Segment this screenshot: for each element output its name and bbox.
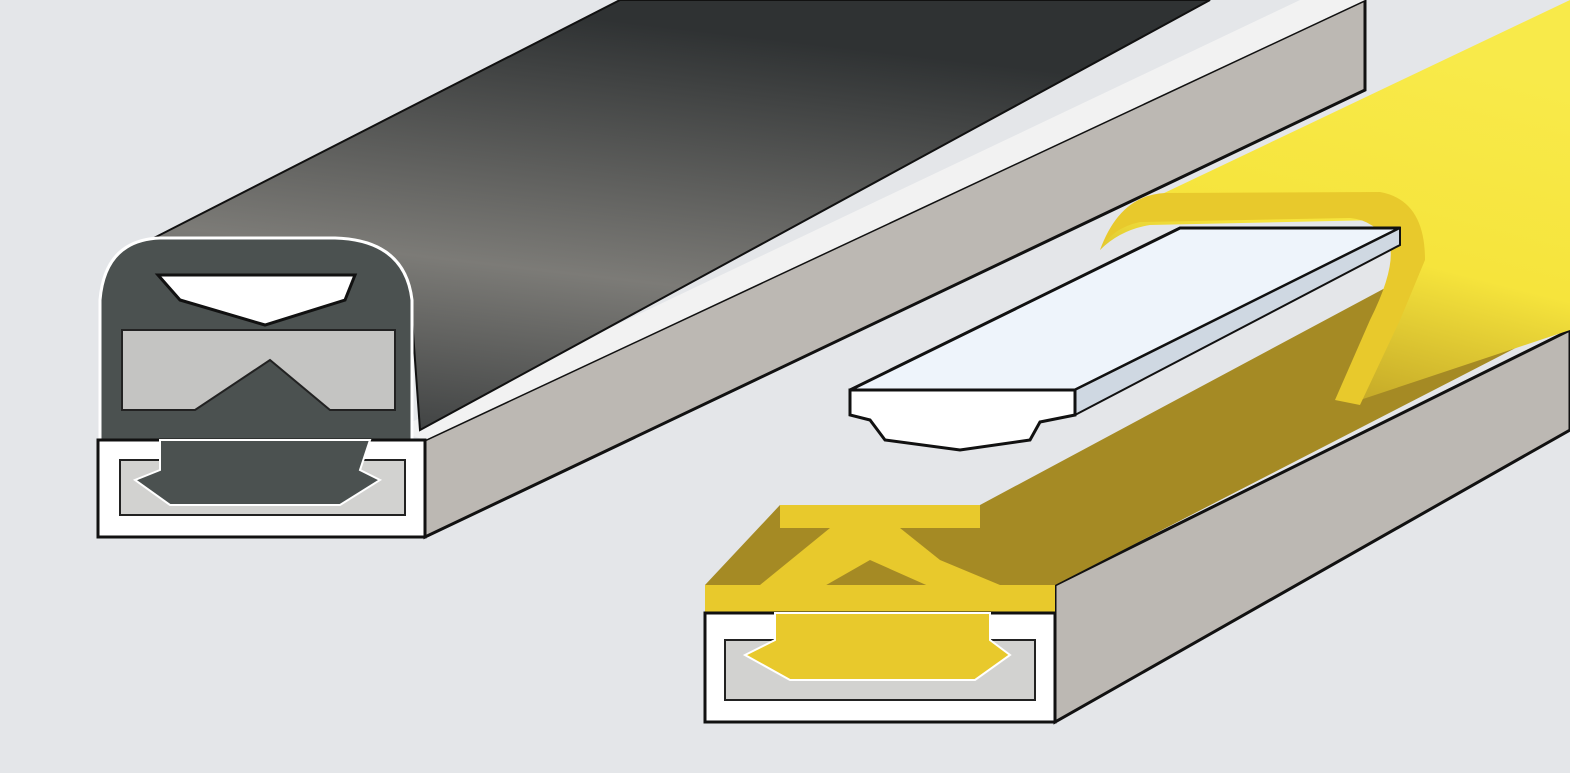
right-strip-clip xyxy=(848,388,1077,452)
right-profile-flange xyxy=(705,585,1055,613)
right-profile-web xyxy=(760,528,1000,600)
right-profile-plate xyxy=(780,505,980,528)
left-strip-clip xyxy=(154,273,358,327)
left-inner-cavity xyxy=(121,329,396,411)
right-yellow-profile-top xyxy=(705,230,1570,585)
left-rail-top-edge xyxy=(395,0,1365,440)
left-profile-foot xyxy=(132,439,383,506)
yellow-rail-exploded xyxy=(703,0,1570,725)
right-profile-foot xyxy=(742,612,1012,681)
right-cover-lip xyxy=(1100,192,1425,405)
dark-covered-rail xyxy=(96,0,1367,540)
